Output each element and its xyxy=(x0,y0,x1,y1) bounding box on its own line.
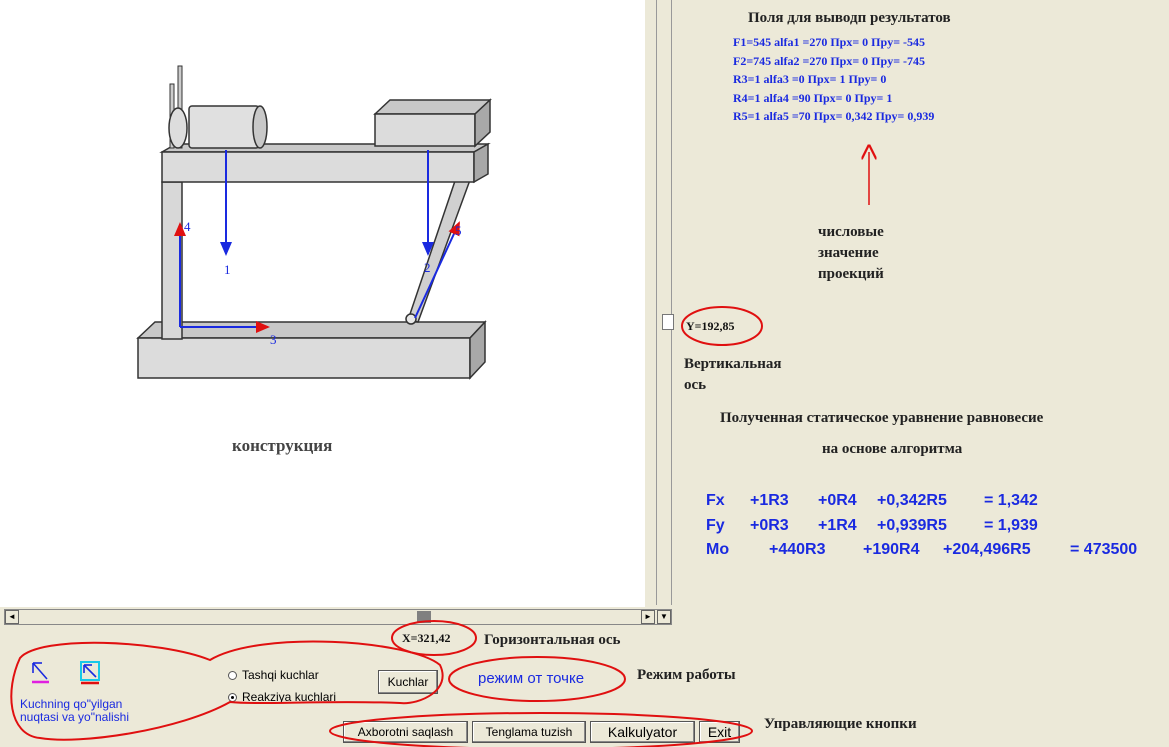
equation-result: = 473500 xyxy=(1070,541,1138,558)
box-front xyxy=(374,113,476,147)
base-beam-top xyxy=(136,321,487,339)
equation-term: +0R3 xyxy=(750,517,789,534)
box-top xyxy=(373,99,492,115)
mode-label: Режим работы xyxy=(637,667,736,683)
equation-subtitle: на основе алгоритма xyxy=(822,441,963,457)
results-list: F1=545 alfa1 =270 Пpx= 0 Пpy= -545 F2=74… xyxy=(733,33,934,126)
y-coordinate-readout: Y=192,85 xyxy=(686,319,735,333)
exit-button[interactable]: Exit xyxy=(699,721,740,743)
radio-external-forces[interactable]: Tashqi kuchlar xyxy=(228,668,319,682)
x-coordinate-readout: X=321,42 xyxy=(402,631,451,645)
horizontal-axis-label: Горизонтальная ось xyxy=(484,632,621,648)
radio-reaction-forces[interactable]: Reakziya kuchlari xyxy=(228,690,336,704)
direction-tool-icon[interactable] xyxy=(80,661,100,685)
equation-name: Fx xyxy=(706,492,725,509)
motor-cylinder xyxy=(188,105,260,149)
equation-term: +1R4 xyxy=(818,517,857,534)
vertical-scroll-thumb[interactable] xyxy=(662,314,674,330)
force-label-4: 4 xyxy=(184,219,191,234)
projection-note: числовые значение проекций xyxy=(818,222,908,285)
projection-note-line: проекций xyxy=(818,266,884,282)
radio-reaction-dot[interactable] xyxy=(228,692,237,702)
result-row: F2=745 alfa2 =270 Пpx= 0 Пpy= -745 xyxy=(733,53,926,68)
box-side xyxy=(474,98,491,148)
force-label-2: 2 xyxy=(424,260,431,275)
drawing-canvas[interactable]: 1 2 3 4 5 конструкция xyxy=(0,0,645,607)
scroll-left-button[interactable]: ◄ xyxy=(5,610,19,624)
results-title: Поля для выводп результатов xyxy=(748,10,951,26)
projection-note-line: значение xyxy=(818,245,879,261)
vertical-axis-label-line: Вертикальная xyxy=(684,356,782,372)
equation-term: +190R4 xyxy=(863,541,920,558)
vertical-scrollbar[interactable] xyxy=(656,0,672,605)
vertical-axis-label: Вертикальная ось xyxy=(684,354,781,396)
build-equation-button[interactable]: Tenglama tuzish xyxy=(472,721,586,743)
mode-value: режим от точке xyxy=(478,670,585,687)
vertical-axis-label-line: ось xyxy=(684,377,707,393)
projection-note-line: числовые xyxy=(818,224,884,240)
scroll-right-button[interactable]: ► xyxy=(641,610,655,624)
top-beam-side xyxy=(473,142,489,184)
construction-caption: конструкция xyxy=(232,436,333,455)
force-label-3: 3 xyxy=(270,332,277,347)
control-buttons-label: Управляющие кнопки xyxy=(764,716,917,732)
equation-term: +0R4 xyxy=(818,492,857,509)
horizontal-scrollbar[interactable]: ◄ ► ▼ xyxy=(4,609,672,625)
tool-caption-line: nuqtasi va yo"nalishi xyxy=(20,710,129,724)
construction-diagram: 1 2 3 4 5 xyxy=(136,65,492,380)
motor-end xyxy=(252,105,268,149)
radio-external-label: Tashqi kuchlar xyxy=(242,668,319,682)
result-row: F1=545 alfa1 =270 Пpx= 0 Пpy= -545 xyxy=(733,35,926,49)
equation-name: Fy xyxy=(706,517,725,534)
equation-term: +0,342R5 xyxy=(877,492,947,509)
force-label-5: 5 xyxy=(455,223,462,238)
radio-reaction-label: Reakziya kuchlari xyxy=(242,690,337,704)
diagonal-strut xyxy=(407,177,472,323)
equation-term: +204,496R5 xyxy=(943,541,1031,558)
equation-name: Mo xyxy=(706,541,730,558)
reaction-arrow-5[interactable] xyxy=(414,221,460,319)
save-info-button[interactable]: Axborotni saqlash xyxy=(343,721,468,743)
equation-result: = 1,342 xyxy=(984,492,1038,509)
radio-external-dot[interactable] xyxy=(228,670,237,680)
scroll-down-button[interactable]: ▼ xyxy=(657,610,671,624)
equation-term: +440R3 xyxy=(769,541,826,558)
result-row: R3=1 alfa3 =0 Пpx= 1 Пpy= 0 xyxy=(733,72,887,86)
result-row: R4=1 alfa4 =90 Пpx= 0 Пpy= 1 xyxy=(733,90,893,105)
equation-result: = 1,939 xyxy=(984,517,1038,534)
pulley-wheel xyxy=(168,107,188,149)
horizontal-scroll-thumb[interactable] xyxy=(417,611,431,623)
result-row: R5=1 alfa5 =70 Пpx= 0,342 Пpy= 0,939 xyxy=(733,109,935,123)
calculator-button[interactable]: Kalkulyator xyxy=(590,721,695,743)
base-beam-front xyxy=(137,337,471,379)
tool-caption: Kuchning qo"yilgan nuqtasi va yo"nalishi xyxy=(20,698,129,724)
point-tool-icon[interactable] xyxy=(30,661,50,685)
equation-term: +0,939R5 xyxy=(877,517,947,534)
top-beam-front xyxy=(161,151,475,183)
pin-joint xyxy=(405,313,417,325)
base-beam-side xyxy=(469,320,486,380)
equation-term: +1R3 xyxy=(750,492,789,509)
equation-title: Полученная статическое уравнение равнове… xyxy=(720,410,1044,426)
force-label-1: 1 xyxy=(224,262,231,277)
forces-button[interactable]: Kuchlar xyxy=(378,670,438,694)
